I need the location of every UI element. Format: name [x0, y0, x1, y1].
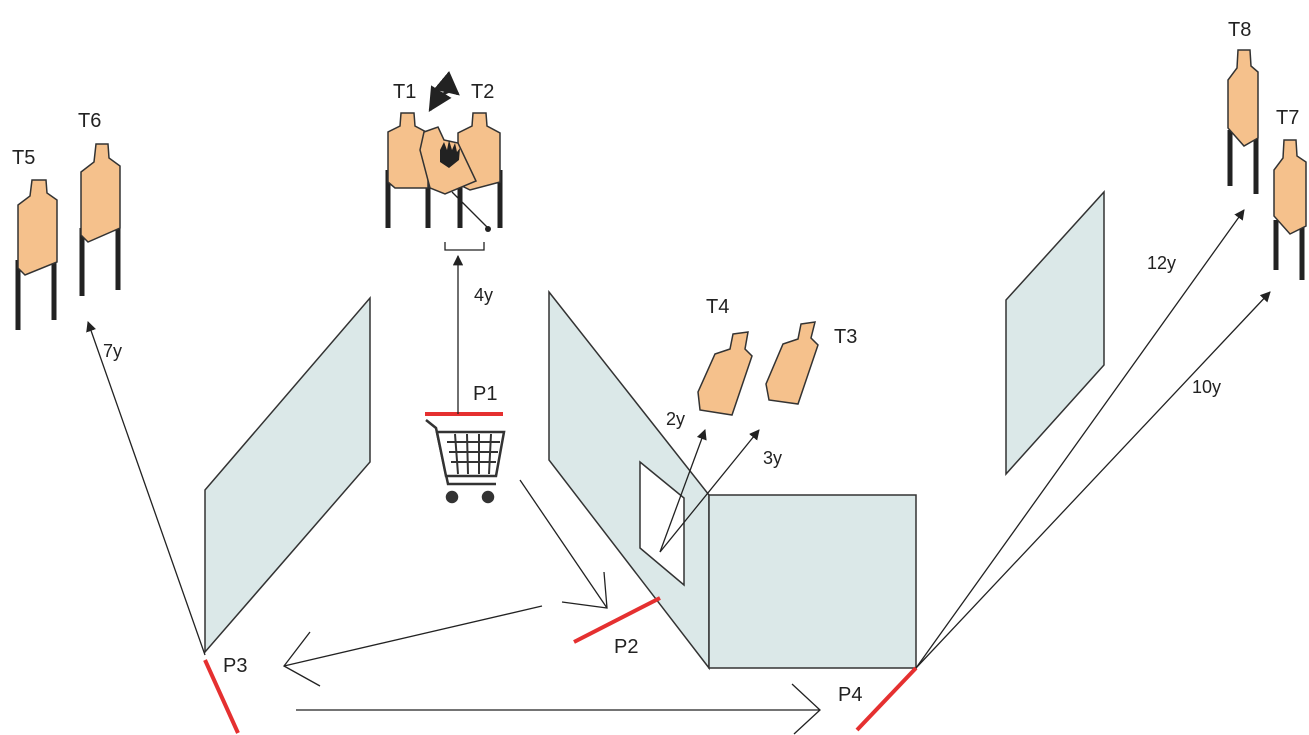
position-p3-box [203, 659, 240, 734]
hand-icon [440, 140, 460, 168]
label-t8: T8 [1228, 19, 1251, 41]
target-t8 [1227, 49, 1259, 194]
target-t7 [1273, 139, 1307, 280]
ray-p4-t7 [915, 291, 1271, 669]
label-t7: T7 [1276, 107, 1299, 129]
ray-p2-t3 [659, 429, 760, 553]
target-t3 [765, 321, 819, 405]
target-swinger [419, 126, 491, 232]
label-dist-3y: 3y [763, 448, 782, 468]
ray-p2-t4 [659, 429, 707, 553]
label-dist-7y: 7y [103, 341, 122, 361]
label-dist-4y: 4y [474, 285, 493, 305]
label-p4: P4 [838, 684, 862, 706]
label-p3: P3 [223, 655, 247, 677]
position-p2-box [573, 596, 661, 644]
ray-p4-t8 [915, 209, 1245, 669]
target-t6 [79, 143, 121, 296]
wall-center-box [708, 494, 917, 669]
move-arrow-p2-p3 [283, 605, 543, 687]
wall-right [1005, 190, 1105, 476]
label-p1: P1 [473, 383, 497, 405]
ray-p3-t5t6 [86, 321, 206, 656]
label-t1: T1 [393, 81, 416, 103]
swing-arrow-icon [428, 70, 460, 113]
label-t2: T2 [471, 81, 494, 103]
label-dist-12y: 12y [1147, 253, 1176, 273]
wall-center-window [639, 460, 685, 587]
wall-left [204, 295, 371, 655]
label-t5: T5 [12, 147, 35, 169]
target-t5 [15, 179, 58, 330]
label-t3: T3 [834, 326, 857, 348]
move-arrow-p1-p2 [519, 479, 608, 609]
position-p4-box [855, 666, 918, 732]
wall-center-diagonal [548, 289, 710, 671]
label-p2: P2 [614, 636, 638, 658]
shopping-cart-icon [425, 419, 506, 504]
label-t4: T4 [706, 296, 729, 318]
target-t4 [697, 331, 753, 416]
move-arrow-p3-p4 [296, 683, 821, 735]
label-t6: T6 [78, 110, 101, 132]
target-t1 [385, 112, 431, 228]
label-dist-10y: 10y [1192, 377, 1221, 397]
t1t2-base-bracket [444, 242, 485, 251]
label-dist-2y: 2y [666, 409, 685, 429]
